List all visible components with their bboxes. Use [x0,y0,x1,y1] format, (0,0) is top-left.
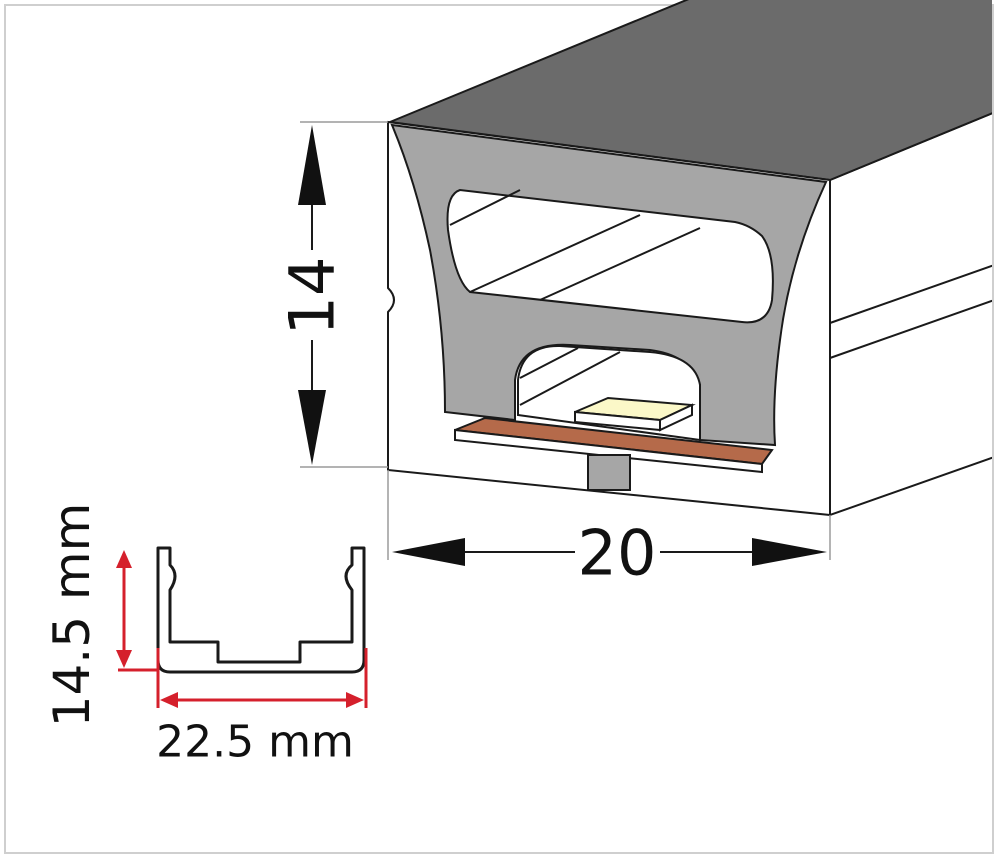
width-label: 20 [578,517,657,590]
profile-cavity-lines [519,347,621,406]
height-arrow-down [298,390,326,465]
profile-side-face [829,112,992,517]
extension-lines [300,121,831,560]
pcb-strip-edge [454,428,763,474]
channel-height-dimension [116,550,158,672]
channel-width-label: 22.5 mm [156,717,354,768]
width-arrow-right [752,538,827,566]
profile-base-tab [587,454,631,491]
channel-width-arrow-left [160,692,178,708]
channel-height-arrow-up [116,550,132,568]
channel-height-label: 14.5 mm [43,503,101,728]
channel-width-arrow-right [346,692,364,708]
channel-cross-section [156,546,366,674]
height-arrow-up [298,125,326,205]
width-arrow-left [392,538,465,566]
led-chip-end [659,403,693,432]
height-dimension: 14 [276,125,349,465]
channel-width-dimension [156,648,368,708]
channel-outline [156,546,366,674]
channel-height-arrow-down [116,650,132,668]
height-label: 14 [276,257,349,336]
profile-3d-drawing [386,0,992,517]
profile-upper-window [446,188,774,324]
width-dimension: 20 [392,517,827,590]
profile-window-lines [449,189,701,301]
